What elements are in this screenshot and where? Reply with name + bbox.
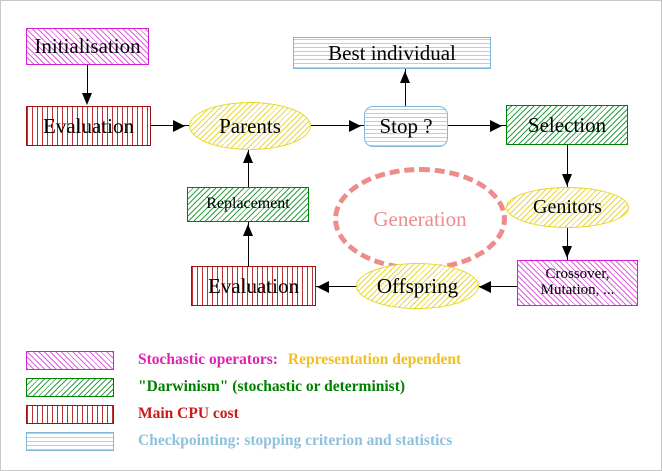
node-parents-label: Parents (219, 113, 281, 138)
node-best-individual[interactable]: Best individual (293, 37, 491, 69)
legend-swatch-red-vertical (26, 404, 114, 424)
edge-stop-best-arrowhead (399, 71, 410, 83)
legend-swatch-magenta-hatch (26, 350, 114, 370)
node-evaluation-bottom-label: Evaluation (208, 273, 299, 298)
node-crossover-mutation-label-line1: Crossover, (545, 266, 610, 283)
node-genitors[interactable]: Genitors (506, 187, 629, 228)
legend-label-checkpointing-main: Checkpointing: stopping criterion and st… (138, 432, 453, 449)
node-initialisation-label: Initialisation (34, 34, 141, 59)
edge-stop-best-line (405, 69, 407, 107)
edge-stop-selection-line (448, 125, 507, 127)
node-offspring[interactable]: Offspring (356, 263, 479, 309)
edge-selection-genitors-line (567, 145, 569, 189)
node-genitors-label: Genitors (533, 196, 602, 218)
edge-stop-selection-arrowhead (490, 119, 502, 132)
edge-crossover-offspring-line (479, 286, 517, 288)
edge-replacement-parents-line (248, 149, 250, 189)
node-selection[interactable]: Selection (506, 105, 628, 145)
node-evaluation-top[interactable]: Evaluation (26, 106, 151, 146)
edge-genitors-crossover-line (567, 227, 569, 261)
edge-initialisation-evaluation-arrowhead (81, 93, 92, 105)
legend-row-stochastic-operators: Stochastic operators: Representation depe… (26, 349, 461, 371)
node-crossover-mutation[interactable]: Crossover, Mutation, ... (517, 260, 638, 306)
edge-offspring-evaluation-arrowhead (317, 280, 329, 293)
node-selection-label: Selection (527, 112, 607, 137)
edge-parents-stop-line (311, 125, 365, 127)
legend-label-main-cpu-cost: Main CPU cost (138, 405, 239, 423)
node-evaluation-bottom[interactable]: Evaluation (191, 266, 316, 306)
legend-label-checkpointing: Checkpointing: stopping criterion and st… (138, 432, 452, 450)
legend-row-darwinism: "Darwinism" (stochastic or determinist) (26, 376, 405, 398)
node-stop[interactable]: Stop ? (364, 106, 448, 147)
node-evaluation-top-label: Evaluation (43, 113, 134, 138)
legend-swatch-green-hatch (26, 377, 114, 397)
node-generation: Generation (333, 167, 507, 271)
node-crossover-mutation-label-line2: Mutation, ... (540, 282, 615, 298)
legend-swatch-blue-horizontal (26, 431, 114, 451)
edge-evaluation-replacement-line (248, 222, 250, 266)
edge-evaluation-parents-arrowhead (173, 119, 185, 132)
node-replacement-label: Replacement (206, 195, 290, 213)
node-offspring-label: Offspring (376, 273, 459, 298)
node-generation-label: Generation (373, 206, 467, 231)
legend-label-main-cpu-cost-main: Main CPU cost (138, 405, 239, 422)
edge-genitors-crossover-arrowhead (561, 246, 572, 258)
legend-label-darwinism: "Darwinism" (stochastic or determinist) (138, 378, 405, 396)
legend-label-stochastic-operators-main: Stochastic operators: (138, 351, 278, 368)
node-initialisation[interactable]: Initialisation (26, 28, 149, 65)
node-replacement[interactable]: Replacement (187, 187, 309, 222)
edge-evaluation-replacement-arrowhead (242, 224, 253, 236)
edge-replacement-parents-arrowhead (242, 151, 253, 163)
legend-row-checkpointing: Checkpointing: stopping criterion and st… (26, 430, 452, 452)
edge-initialisation-evaluation-line (87, 64, 89, 96)
node-parents[interactable]: Parents (189, 102, 311, 150)
legend-label-stochastic-operators-sub: Representation dependent (287, 351, 462, 368)
legend-row-main-cpu-cost: Main CPU cost (26, 403, 239, 425)
edge-selection-genitors-arrowhead (561, 174, 572, 186)
legend-label-stochastic-operators: Stochastic operators: Representation depe… (138, 351, 461, 369)
node-best-individual-label: Best individual (328, 40, 456, 65)
edge-parents-stop-arrowhead (349, 119, 361, 132)
edge-offspring-evaluation-line (316, 286, 358, 288)
node-stop-label: Stop ? (379, 114, 433, 139)
edge-crossover-offspring-arrowhead (479, 280, 491, 293)
edge-evaluation-parents-line (151, 125, 189, 127)
legend-label-darwinism-main: "Darwinism" (stochastic or determinist) (138, 378, 406, 395)
